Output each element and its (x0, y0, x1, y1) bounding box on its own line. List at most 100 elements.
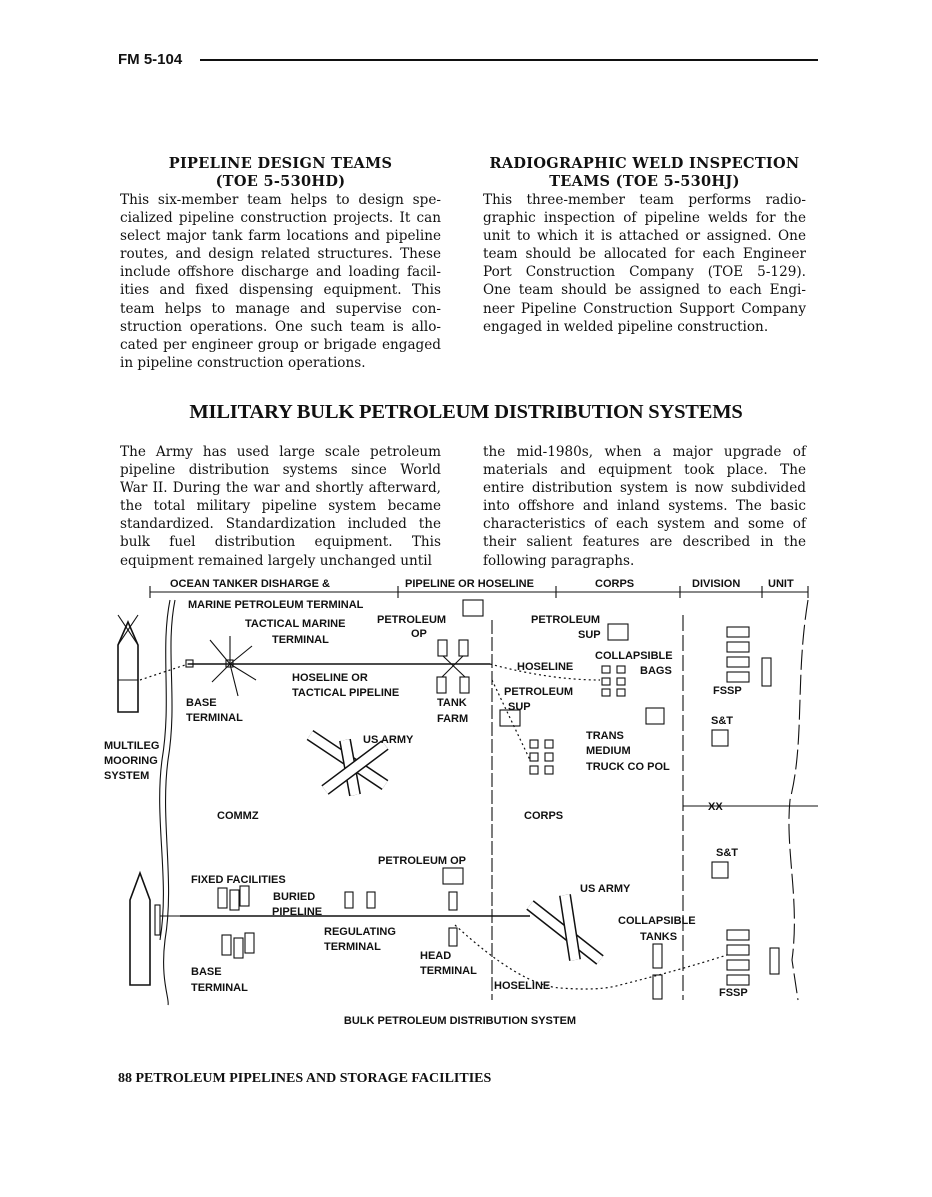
label-pipeline: PIPELINE (272, 906, 322, 918)
label-hoseline-or: HOSELINE OR (292, 672, 368, 684)
petroleum-unit-symbol-icon (442, 599, 665, 885)
text-line: The Army has used large scale petroleum (120, 444, 441, 460)
text-line: the total military pipeline system becam… (120, 498, 441, 515)
text-line: ities and fixed dispensing equipment. Th… (120, 282, 441, 299)
text-line: engaged in welded pipeline construction. (483, 318, 769, 335)
radiographic-weld-section: RADIOGRAPHIC WELD INSPECTION TEAMS (TOE … (483, 155, 806, 336)
text-line: One team should be assigned to each Engi… (483, 282, 806, 299)
text-line: neer Pipeline Construction Support Compa… (483, 300, 806, 317)
label-collapsible: COLLAPSIBLE (618, 915, 696, 927)
pipeline-design-teams-section: PIPELINE DESIGN TEAMS (TOE 5-530HD) This… (120, 155, 441, 372)
zone-ocean: OCEAN TANKER DISHARGE & (170, 578, 330, 590)
xx-mark: XX (708, 801, 723, 813)
tank-farm-icon (436, 639, 470, 694)
text-line: routes, and design related structures. T… (120, 246, 441, 263)
text-line: select major tank farm locations and pip… (120, 228, 441, 245)
label-trans: TRANS (586, 730, 624, 742)
text-line: standardized. Standardization included t… (120, 516, 441, 533)
text-line: unit to which it is attached or assigned… (483, 228, 806, 245)
us-army-star-icon (526, 894, 604, 965)
label-tanks: TANKS (640, 931, 677, 943)
zone-corps: CORPS (595, 578, 634, 590)
valve-icon (185, 659, 194, 668)
document-id: FM 5-104 (118, 51, 183, 68)
text-line: cated per engineer group or brigade enga… (120, 336, 441, 353)
label-hoseline: HOSELINE (494, 980, 550, 992)
text-line: This six-member team helps to design spe… (120, 192, 441, 208)
label-mooring: MOORING (104, 755, 158, 767)
coastline (159, 599, 171, 941)
collapsible-bags-icon (601, 665, 626, 697)
label-terminal: TERMINAL (186, 712, 243, 724)
us-army-star-icon (306, 730, 389, 797)
section-subtitle: TEAMS (TOE 5-530HJ) (549, 173, 740, 190)
text-line: struction operations. One such team is a… (120, 318, 441, 335)
label-head: HEAD (420, 950, 451, 962)
label-buried: BURIED (273, 891, 315, 903)
zone-ruler (149, 586, 809, 598)
label-petroleum: PETROLEUM (504, 686, 573, 698)
text-line: into offshore and inland systems. The ba… (483, 498, 806, 515)
label-tactical-marine: TACTICAL MARINE (245, 618, 345, 630)
text-line: include offshore discharge and loading f… (120, 264, 441, 281)
text-line: bulk fuel distribution equipment. This (120, 534, 441, 551)
text-line: entire distribution system is now subdiv… (483, 480, 806, 497)
label-collapsible: COLLAPSIBLE (595, 650, 673, 662)
label-fssp: FSSP (719, 987, 748, 999)
tanker-ship-icon (129, 870, 180, 986)
unit-boundary (788, 599, 809, 1001)
main-heading: MILITARY BULK PETROLEUM DISTRIBUTION SYS… (189, 401, 743, 423)
label-base: BASE (186, 697, 217, 709)
section-subtitle: (TOE 5-530HD) (215, 173, 346, 190)
text-line: the mid-1980s, when a major upgrade of (483, 444, 806, 460)
zone-unit: UNIT (768, 578, 794, 590)
page-footer: 88 PETROLEUM PIPELINES AND STORAGE FACIL… (118, 1071, 492, 1086)
text-line: characteristics of each system and some … (483, 516, 806, 533)
text-line: cialized pipeline construction projects.… (120, 210, 441, 227)
label-medium: MEDIUM (586, 745, 631, 757)
section-title: PIPELINE DESIGN TEAMS (168, 155, 393, 172)
label-multileg: MULTILEG (104, 740, 159, 752)
text-line: War II. During the war and shortly after… (120, 480, 441, 497)
header-rule (200, 59, 818, 61)
label-fixed-facilities: FIXED FACILITIES (191, 874, 286, 886)
label-commz: COMMZ (217, 810, 259, 822)
zone-pipeline: PIPELINE OR HOSELINE (405, 578, 534, 590)
label-tank: TANK (437, 697, 467, 709)
hoseline (489, 663, 601, 681)
text-line: following paragraphs. (483, 552, 635, 569)
label-petroleum: PETROLEUM (531, 614, 600, 626)
label-sup: SUP (508, 701, 531, 713)
label-petroleum: PETROLEUM (377, 614, 446, 626)
label-corps: CORPS (524, 810, 563, 822)
text-line: team helps to manage and supervise con- (120, 300, 441, 317)
label-st: S&T (711, 715, 733, 727)
section-title: RADIOGRAPHIC WELD INSPECTION (489, 155, 800, 172)
label-system: SYSTEM (104, 770, 149, 782)
text-line: This three-member team performs radio- (483, 192, 806, 208)
text-line: pipeline distribution systems since Worl… (120, 462, 441, 479)
text-line: their salient features are described in … (483, 534, 806, 551)
label-terminal: TERMINAL (324, 941, 381, 953)
tanker-ship-icon (117, 614, 139, 713)
label-op: OP (411, 628, 427, 640)
label-us-army: US ARMY (363, 734, 414, 746)
text-line: in pipeline construction operations. (120, 354, 366, 371)
text-line: materials and equipment took place. The (483, 462, 806, 479)
label-farm: FARM (437, 713, 468, 725)
label-regulating: REGULATING (324, 926, 396, 938)
label-terminal: TERMINAL (272, 634, 329, 646)
bulk-petroleum-diagram: OCEAN TANKER DISHARGE & PIPELINE OR HOSE… (104, 578, 818, 1027)
text-line: team should be allocated for each Engine… (483, 246, 806, 263)
label-us-army: US ARMY (580, 883, 631, 895)
zone-division: DIVISION (692, 578, 740, 590)
body-left-column: The Army has used large scale petroleum p… (120, 443, 441, 570)
hoseline (139, 663, 189, 681)
text-line: graphic inspection of pipeline welds for… (483, 210, 806, 227)
fixed-facilities-tanks-icon (217, 885, 663, 1000)
zone-marine: MARINE PETROLEUM TERMINAL (188, 599, 364, 611)
label-bags: BAGS (640, 665, 672, 677)
label-base: BASE (191, 966, 222, 978)
label-truck-co-pol: TRUCK CO POL (586, 761, 670, 773)
label-terminal: TERMINAL (420, 965, 477, 977)
